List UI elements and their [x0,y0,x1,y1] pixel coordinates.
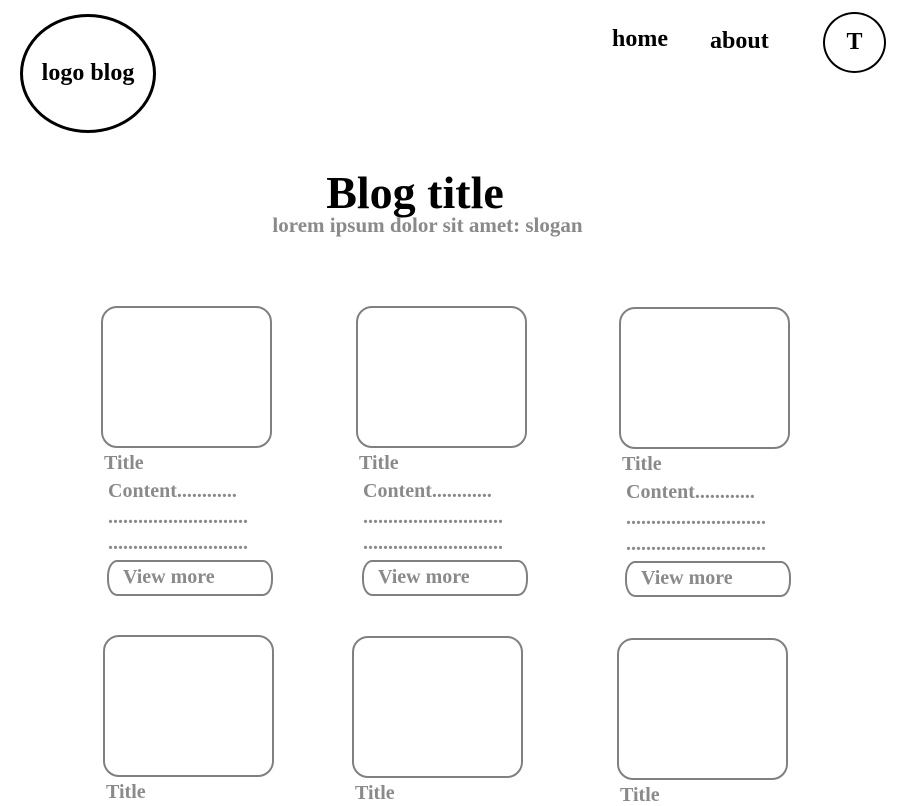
blog-logo[interactable]: logo blog [20,14,156,133]
post-title[interactable]: Title [620,784,660,806]
page-title: Blog title [326,167,504,218]
view-more-button[interactable]: View more [362,560,528,596]
logo-text: logo blog [41,60,135,86]
post-thumbnail[interactable] [101,306,272,448]
post-card: Title [103,635,283,803]
post-card: Title [617,638,797,806]
post-title[interactable]: Title [359,452,399,474]
post-title[interactable]: Title [622,453,662,475]
post-excerpt: Content............ ....................… [363,480,503,554]
view-more-button[interactable]: View more [107,560,273,596]
post-title[interactable]: Title [106,781,146,803]
user-avatar[interactable]: T [823,12,886,73]
nav-about-link[interactable]: about [710,28,769,54]
post-thumbnail[interactable] [617,638,788,780]
post-thumbnail[interactable] [619,307,790,449]
post-thumbnail[interactable] [356,306,527,448]
post-excerpt: Content............ ....................… [108,480,248,554]
post-thumbnail[interactable] [352,636,523,778]
post-title[interactable]: Title [104,452,144,474]
post-card: Title [352,636,532,804]
nav-home-link[interactable]: home [612,26,668,52]
post-thumbnail[interactable] [103,635,274,777]
post-excerpt: Content............ ....................… [626,481,766,555]
post-card: Title Content............ ..............… [356,306,536,596]
view-more-button[interactable]: View more [625,561,791,597]
post-title[interactable]: Title [355,782,395,804]
post-card: Title Content............ ..............… [101,306,281,596]
post-card: Title Content............ ..............… [619,307,799,597]
avatar-initial: T [846,29,863,55]
page-slogan: lorem ipsum dolor sit amet: slogan [272,213,583,237]
